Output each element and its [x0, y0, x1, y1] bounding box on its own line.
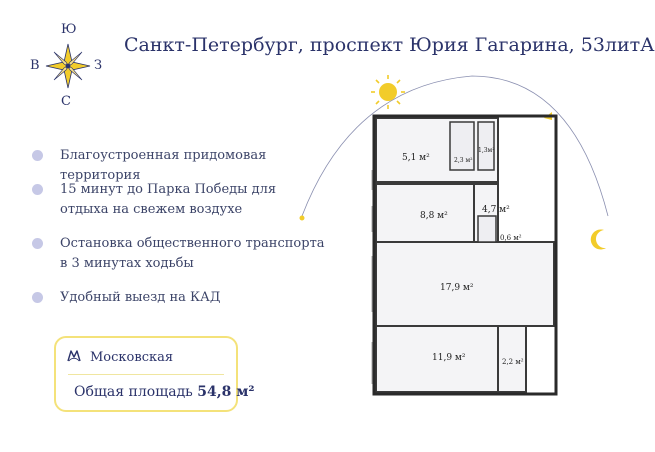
feature-text: в 3 минутах ходьбы: [60, 256, 194, 271]
metro-station-label: Московская: [90, 350, 174, 365]
compass-east-label: З: [94, 58, 103, 73]
compass-rose-icon: [45, 43, 91, 89]
feature-text: Благоустроенная придомовая территория: [60, 148, 267, 183]
room-label: 8,8 м²: [420, 211, 448, 221]
room-balcony: [497, 325, 527, 393]
feature-text: Остановка общественного транспорта: [60, 236, 325, 251]
room-label: 2,3 м²: [454, 157, 473, 164]
sun-icon: [371, 75, 405, 109]
info-box: Московская Общая площадь 54,8 м²: [54, 336, 255, 412]
room-label: 0,6 м²: [500, 234, 522, 242]
divider: [68, 374, 224, 375]
page-title: Санкт-Петербург, проспект Юрия Гагарина,…: [124, 34, 655, 56]
total-area-value: 54,8 м²: [197, 384, 255, 400]
feature-item: Удобный выезд на КАД: [30, 288, 330, 312]
bullet-dot-icon: [32, 184, 43, 195]
feature-text: отдыха на свежем воздухе: [60, 202, 243, 217]
total-area: Общая площадь 54,8 м²: [74, 384, 255, 400]
total-area-label: Общая площадь: [74, 384, 193, 400]
metro-m-icon: [67, 350, 81, 362]
feature-item: Остановка общественного транспорта в 3 м…: [30, 234, 330, 288]
sky-arc-end-dot: [299, 215, 305, 221]
room-label: 17,9 м²: [440, 283, 474, 293]
room-label: 5,1 м²: [402, 153, 430, 163]
feature-text: 15 минут до Парка Победы для: [60, 182, 277, 197]
room-label: 11,9 м²: [432, 353, 466, 363]
compass: Ю В З С: [28, 22, 108, 112]
bullet-dot-icon: [32, 292, 43, 303]
bullet-dot-icon: [32, 150, 43, 161]
room-living: [375, 241, 555, 327]
sky-arc: [301, 75, 609, 217]
room-label: 4,7 м²: [482, 205, 510, 215]
features-list: Благоустроенная придомовая территория 15…: [30, 146, 330, 312]
compass-north-label: Ю: [61, 22, 77, 37]
floor-plan: 5,1 м² 2,3 м² 1,3м² 8,8 м² 4,7 м² 0,6 м²…: [299, 75, 609, 396]
compass-west-label: В: [30, 58, 40, 73]
room-label: 1,3м²: [478, 147, 495, 154]
feature-item: 15 минут до Парка Победы для отдыха на с…: [30, 180, 330, 234]
room-label: 2,2 м²: [502, 358, 524, 366]
room-storage: [477, 215, 497, 243]
room-bedroom-small: [375, 183, 475, 243]
room-bath: [449, 121, 475, 171]
compass-south-label: С: [61, 94, 71, 109]
feature-text: Удобный выезд на КАД: [60, 290, 221, 305]
moon-icon: [590, 229, 606, 250]
bullet-dot-icon: [32, 238, 43, 249]
feature-item: Благоустроенная придомовая территория: [30, 146, 330, 186]
outer-wall: [372, 114, 558, 396]
room-wc: [477, 121, 495, 171]
